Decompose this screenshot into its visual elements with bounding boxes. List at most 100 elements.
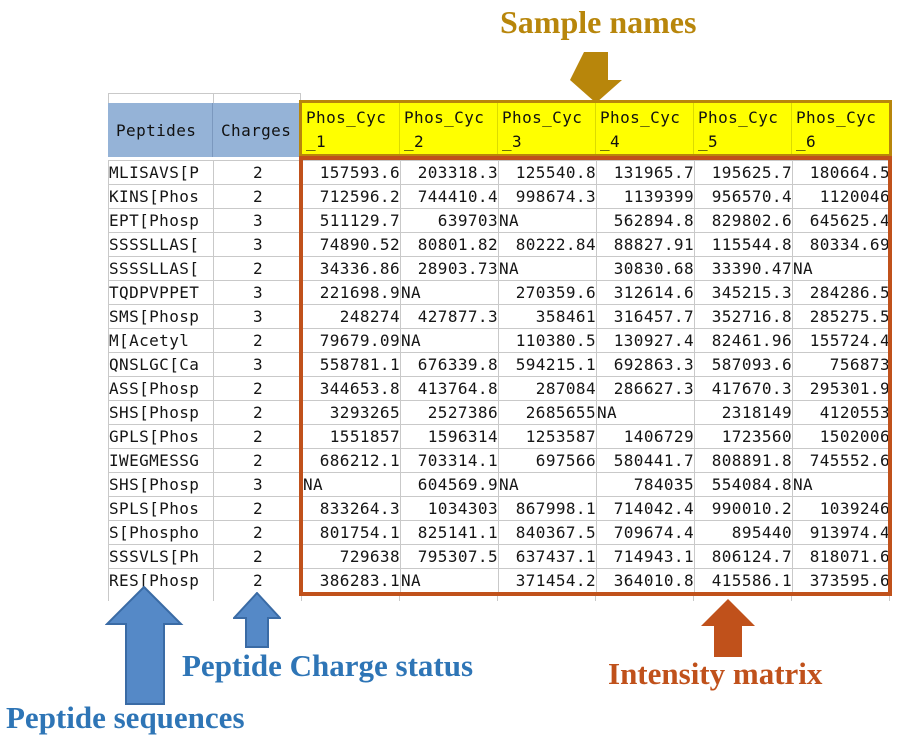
intensity-cell[interactable]: 511129.7 (302, 208, 401, 233)
peptide-cell[interactable]: SMS[Phosp (108, 304, 214, 329)
intensity-cell[interactable]: 692863.3 (596, 352, 695, 377)
peptide-cell[interactable]: TQDPVPPET (108, 280, 214, 305)
charge-cell[interactable]: 2 (213, 496, 303, 521)
intensity-cell[interactable]: 371454.2 (498, 568, 597, 593)
intensity-cell[interactable]: 840367.5 (498, 520, 597, 545)
intensity-cell[interactable]: NA (400, 328, 499, 353)
charge-cell[interactable]: 3 (213, 280, 303, 305)
peptide-cell[interactable]: SHS[Phosp (108, 400, 214, 425)
intensity-cell[interactable]: NA (792, 472, 891, 497)
sample-column-header[interactable]: Phos_Cyc_1 (302, 103, 400, 157)
intensity-cell[interactable]: 829802.6 (694, 208, 793, 233)
intensity-cell[interactable]: 195625.7 (694, 160, 793, 185)
intensity-cell[interactable]: 703314.1 (400, 448, 499, 473)
intensity-cell[interactable]: 364010.8 (596, 568, 695, 593)
intensity-cell[interactable]: 203318.3 (400, 160, 499, 185)
intensity-cell[interactable]: 373595.6 (792, 568, 891, 593)
intensity-cell[interactable]: 637437.1 (498, 544, 597, 569)
intensity-cell[interactable]: 558781.1 (302, 352, 401, 377)
charge-cell[interactable]: 2 (213, 328, 303, 353)
intensity-cell[interactable]: 415586.1 (694, 568, 793, 593)
charge-cell[interactable]: 3 (213, 304, 303, 329)
intensity-cell[interactable]: 1596314 (400, 424, 499, 449)
charge-cell[interactable]: 2 (213, 424, 303, 449)
intensity-cell[interactable]: 344653.8 (302, 376, 401, 401)
charge-cell[interactable]: 2 (213, 544, 303, 569)
intensity-cell[interactable]: 28903.73 (400, 256, 499, 281)
intensity-cell[interactable]: 1039246 (792, 496, 891, 521)
intensity-cell[interactable]: 676339.8 (400, 352, 499, 377)
intensity-cell[interactable]: 990010.2 (694, 496, 793, 521)
intensity-cell[interactable]: 79679.09 (302, 328, 401, 353)
intensity-cell[interactable]: 80801.82 (400, 232, 499, 257)
intensity-cell[interactable]: 580441.7 (596, 448, 695, 473)
intensity-cell[interactable]: 316457.7 (596, 304, 695, 329)
sample-column-header[interactable]: Phos_Cyc_5 (694, 103, 792, 157)
charge-cell[interactable]: 3 (213, 208, 303, 233)
intensity-cell[interactable]: NA (400, 568, 499, 593)
intensity-cell[interactable]: 1120046 (792, 184, 891, 209)
intensity-cell[interactable]: 913974.4 (792, 520, 891, 545)
intensity-cell[interactable]: 130927.4 (596, 328, 695, 353)
intensity-cell[interactable]: 1253587 (498, 424, 597, 449)
intensity-cell[interactable]: 270359.6 (498, 280, 597, 305)
intensity-cell[interactable]: 286627.3 (596, 376, 695, 401)
intensity-cell[interactable]: 221698.9 (302, 280, 401, 305)
charge-cell[interactable]: 2 (213, 520, 303, 545)
charge-cell[interactable]: 2 (213, 256, 303, 281)
intensity-cell[interactable]: 554084.8 (694, 472, 793, 497)
peptide-cell[interactable]: SSSSLLAS[ (108, 256, 214, 281)
peptide-cell[interactable]: SSSSLLAS[ (108, 232, 214, 257)
intensity-cell[interactable]: 587093.6 (694, 352, 793, 377)
intensity-cell[interactable]: NA (498, 256, 597, 281)
intensity-cell[interactable]: 895440 (694, 520, 793, 545)
sample-column-header[interactable]: Phos_Cyc_3 (498, 103, 596, 157)
intensity-cell[interactable]: 1139399 (596, 184, 695, 209)
intensity-cell[interactable]: 714943.1 (596, 544, 695, 569)
intensity-cell[interactable]: 248274 (302, 304, 401, 329)
intensity-cell[interactable]: 131965.7 (596, 160, 695, 185)
intensity-cell[interactable]: 594215.1 (498, 352, 597, 377)
intensity-cell[interactable]: 295301.9 (792, 376, 891, 401)
peptide-cell[interactable]: M[Acetyl (108, 328, 214, 353)
charge-cell[interactable]: 2 (213, 184, 303, 209)
intensity-cell[interactable]: 80334.69 (792, 232, 891, 257)
intensity-cell[interactable]: 312614.6 (596, 280, 695, 305)
intensity-cell[interactable]: NA (596, 400, 695, 425)
intensity-cell[interactable]: 1502006 (792, 424, 891, 449)
charge-cell[interactable]: 3 (213, 232, 303, 257)
peptide-cell[interactable]: SHS[Phosp (108, 472, 214, 497)
intensity-cell[interactable]: 80222.84 (498, 232, 597, 257)
intensity-cell[interactable]: 352716.8 (694, 304, 793, 329)
intensity-cell[interactable]: 806124.7 (694, 544, 793, 569)
intensity-cell[interactable]: NA (400, 280, 499, 305)
charge-cell[interactable]: 2 (213, 376, 303, 401)
intensity-cell[interactable]: 115544.8 (694, 232, 793, 257)
sample-column-header[interactable]: Phos_Cyc_2 (400, 103, 498, 157)
intensity-cell[interactable]: 2685655 (498, 400, 597, 425)
sample-column-header[interactable]: Phos_Cyc_4 (596, 103, 694, 157)
charge-cell[interactable]: 2 (213, 448, 303, 473)
intensity-cell[interactable]: 784035 (596, 472, 695, 497)
charge-cell[interactable]: 2 (213, 400, 303, 425)
intensity-cell[interactable]: 74890.52 (302, 232, 401, 257)
intensity-cell[interactable]: 744410.4 (400, 184, 499, 209)
sample-column-header[interactable]: Phos_Cyc_6 (792, 103, 890, 157)
intensity-cell[interactable]: 358461 (498, 304, 597, 329)
peptide-cell[interactable]: MLISAVS[P (108, 160, 214, 185)
intensity-cell[interactable]: 180664.5 (792, 160, 891, 185)
intensity-cell[interactable]: 1034303 (400, 496, 499, 521)
intensity-cell[interactable]: 998674.3 (498, 184, 597, 209)
intensity-cell[interactable]: 4120553 (792, 400, 891, 425)
peptide-cell[interactable]: SSSVLS[Ph (108, 544, 214, 569)
intensity-cell[interactable]: 697566 (498, 448, 597, 473)
intensity-cell[interactable]: 1551857 (302, 424, 401, 449)
intensity-cell[interactable]: NA (498, 472, 597, 497)
intensity-cell[interactable]: 1723560 (694, 424, 793, 449)
peptide-cell[interactable]: EPT[Phosp (108, 208, 214, 233)
peptide-cell[interactable]: QNSLGC[Ca (108, 352, 214, 377)
intensity-cell[interactable]: 88827.91 (596, 232, 695, 257)
intensity-cell[interactable]: 413764.8 (400, 376, 499, 401)
intensity-cell[interactable]: 284286.5 (792, 280, 891, 305)
intensity-cell[interactable]: 825141.1 (400, 520, 499, 545)
